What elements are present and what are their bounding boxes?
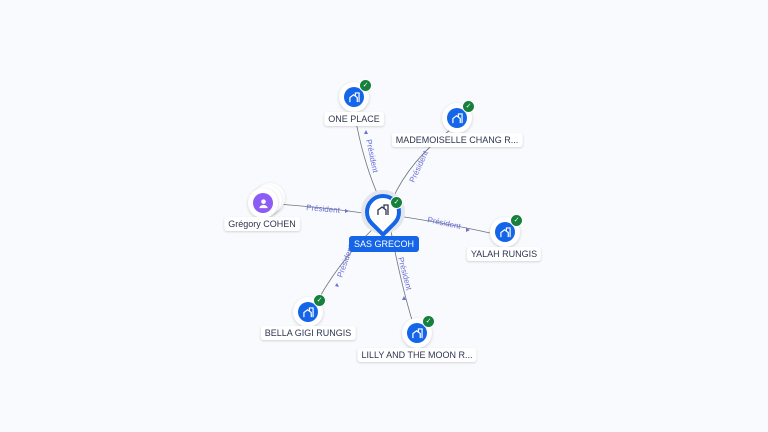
building-icon: [298, 302, 318, 322]
node-mademoiselle-chang[interactable]: ✓: [442, 100, 475, 133]
building-icon: [344, 87, 364, 107]
edge-bella: [317, 225, 377, 301]
building-icon: [377, 203, 389, 221]
verified-check-icon: ✓: [359, 79, 372, 92]
node-label[interactable]: YALAH RUNGIS: [466, 247, 542, 261]
arrow-icon: [335, 283, 339, 287]
edge-label: Président: [408, 149, 431, 184]
node-bella-gigi-rungis[interactable]: ✓: [293, 294, 326, 327]
building-icon: [407, 323, 427, 343]
node-label[interactable]: LILLY AND THE MOON R...: [357, 348, 477, 362]
person-icon: [253, 193, 273, 213]
edge-label: Président: [306, 203, 341, 215]
node-label[interactable]: ONE PLACE: [324, 112, 384, 126]
node-label[interactable]: Grégory COHEN: [224, 217, 300, 231]
edge-label: Président: [396, 256, 414, 292]
arrow-icon: [402, 296, 406, 300]
node-label[interactable]: BELLA GIGI RUNGIS: [260, 326, 356, 340]
node-label[interactable]: MADEMOISELLE CHANG R...: [391, 133, 523, 147]
edge-yalah: [397, 215, 491, 234]
verified-check-icon: ✓: [422, 315, 435, 328]
arrow-icon: [345, 209, 349, 213]
center-node-label[interactable]: SAS GRECOH: [348, 236, 420, 252]
building-icon: [447, 108, 467, 128]
node-lilly-and-the-moon[interactable]: ✓: [402, 315, 435, 348]
edge-label: Président: [364, 139, 380, 175]
node-one-place[interactable]: ✓: [339, 79, 372, 112]
building-icon: [495, 222, 515, 242]
arrow-icon: [466, 228, 470, 232]
verified-check-icon: ✓: [390, 196, 403, 209]
verified-check-icon: ✓: [313, 294, 326, 307]
node-yalah-rungis[interactable]: ✓: [490, 214, 523, 247]
edge-label: Président: [427, 215, 463, 231]
verified-check-icon: ✓: [462, 100, 475, 113]
node-gregory-cohen[interactable]: [248, 188, 278, 218]
arrow-icon: [364, 130, 368, 134]
verified-check-icon: ✓: [510, 214, 523, 227]
